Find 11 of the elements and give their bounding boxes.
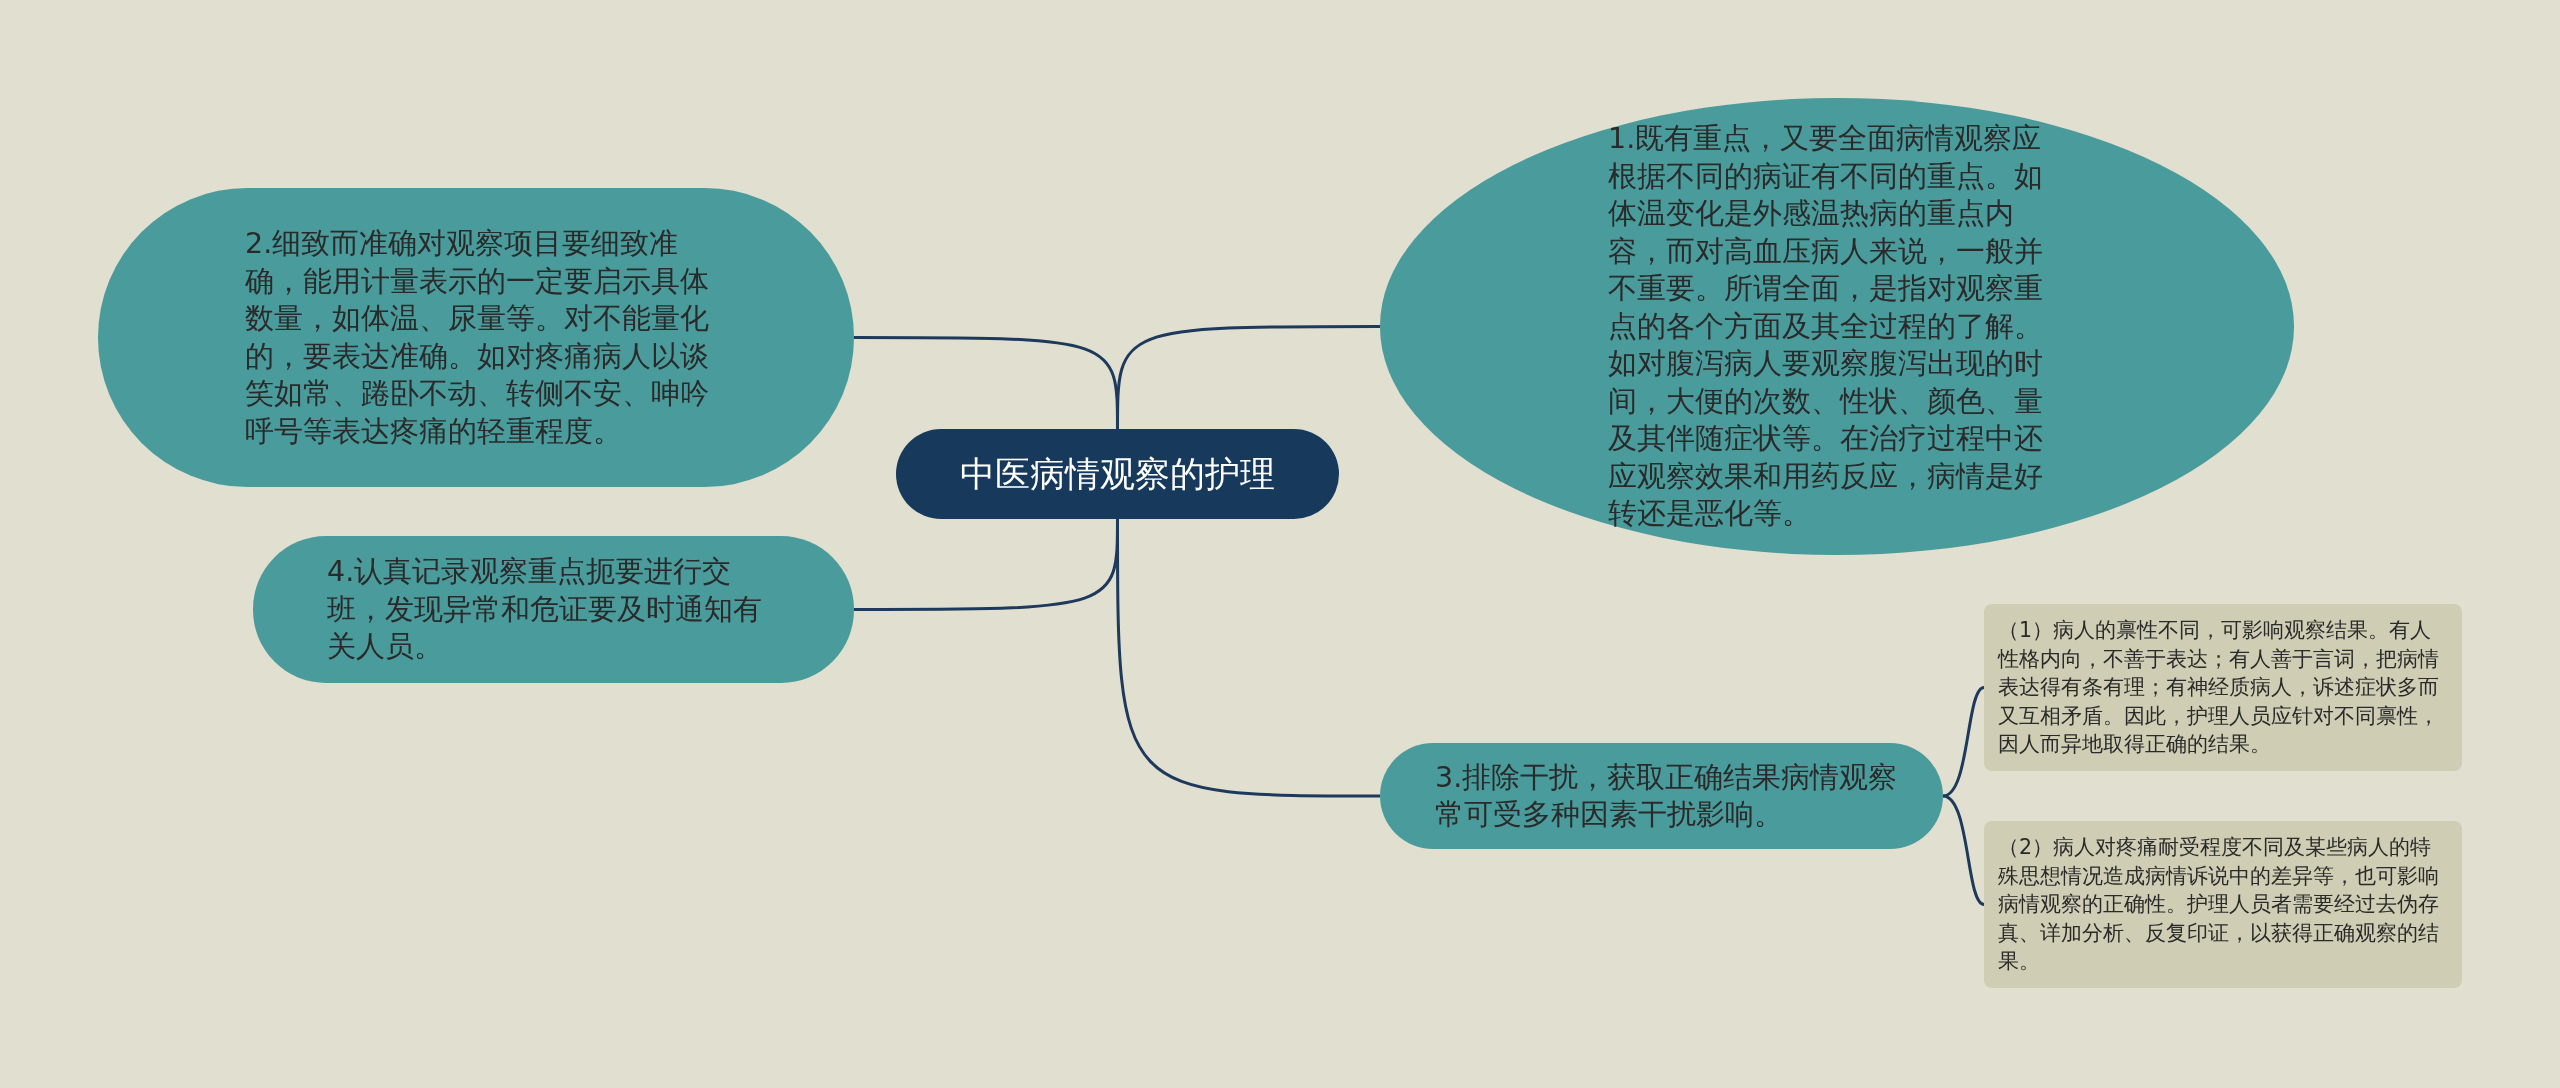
topic-bubble: 4.认真记录观察重点扼要进行交班，发现异常和危证要及时通知有关人员。 <box>253 536 854 683</box>
root-topic-box: 中医病情观察的护理 <box>896 429 1339 519</box>
connector-line <box>854 519 1119 611</box>
connector-line <box>1942 794 1985 906</box>
connector-line <box>1942 686 1985 798</box>
note-box: （1）病人的禀性不同，可影响观察结果。有人性格内向，不善于表达；有人善于言词，把病情表达得有条有理；有神经质病人，诉述症状多而又互相矛盾。因此，护理人员应针对不同禀性，因人而异地取得正确的结果。 <box>1984 604 2462 771</box>
note-box: （2）病人对疼痛耐受程度不同及某些病人的特殊思想情况造成病情诉说中的差异等，也可影响病情观察的正确性。护理人员者需要经过去伪存真、详加分析、反复印证，以获得正确观察的结果。 <box>1984 821 2462 988</box>
topic-bubble: 2.细致而准确对观察项目要细致准确，能用计量表示的一定要启示具体数量，如体温、尿量等。对不能量化的，要表达准确。如对疼痛病人以谈笑如常、踡卧不动、转侧不安、呻吟呼号等表达疼痛的轻重程度。 <box>98 188 854 487</box>
connector-line <box>854 336 1119 429</box>
topic-bubble: 3.排除干扰，获取正确结果病情观察常可受多种因素干扰影响。 <box>1380 743 1943 849</box>
topic-bubble: 1.既有重点，又要全面病情观察应根据不同的病证有不同的重点。如体温变化是外感温热病的重点内容，而对高血压病人来说，一般并不重要。所谓全面，是指对观察重点的各个方面及其全过程的了解。如对腹泻病人要观察腹泻出现的时间，大便的次数、性状、颜色、量及其伴随症状等。在治疗过程中还应观察效果和用药反应，病情是好转还是恶化等。 <box>1380 98 2294 555</box>
